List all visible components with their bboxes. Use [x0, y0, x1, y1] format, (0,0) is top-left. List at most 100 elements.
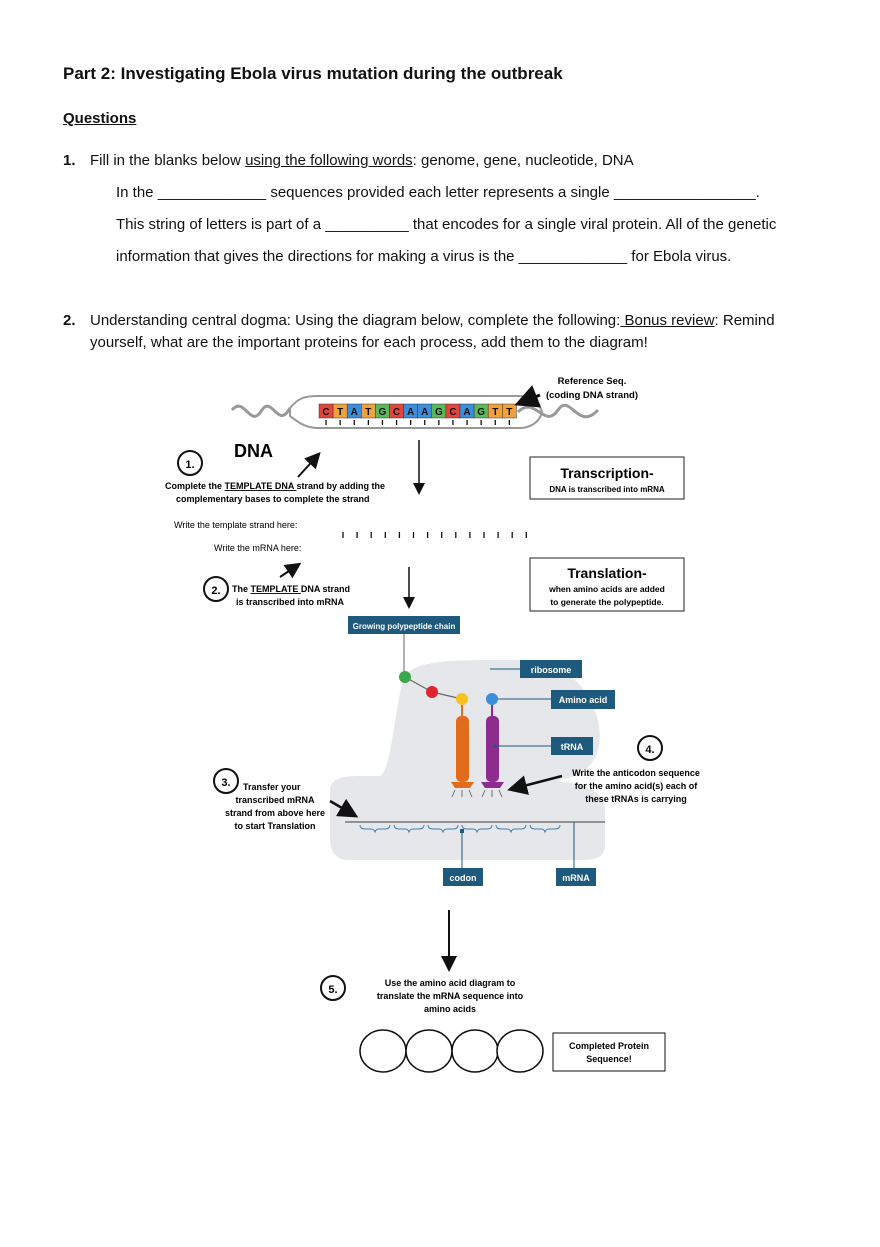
- question-1-line-3[interactable]: information that gives the directions fo…: [116, 248, 732, 265]
- trna-label-bg: [551, 737, 593, 755]
- dna-base-letter: T: [365, 407, 371, 418]
- codon-label: codon: [450, 873, 477, 883]
- ribosome-label: ribosome: [531, 665, 572, 675]
- bonus-review-label: Bonus review: [620, 312, 715, 329]
- coding-strand-label: (coding DNA strand): [546, 390, 638, 401]
- amino-acid-answer-circle-4[interactable]: [496, 1029, 544, 1073]
- step-2-instruction-line-2: is transcribed into mRNA: [236, 597, 345, 607]
- questions-heading: Questions: [63, 110, 137, 127]
- write-template-label: Write the template strand here:: [174, 520, 297, 530]
- helix-right-icon: [516, 403, 600, 419]
- step-5-instruction-2: translate the mRNA sequence into: [377, 991, 524, 1001]
- dna-base-letter: G: [477, 407, 485, 418]
- step-5-instruction-1: Use the amino acid diagram to: [385, 978, 516, 988]
- codon-bracket: [359, 824, 391, 834]
- question-2-text: Understanding central dogma: Using the d…: [90, 312, 621, 329]
- step-3-instruction-3: strand from above here: [225, 808, 325, 818]
- page-title: Part 2: Investigating Ebola virus mutati…: [63, 64, 563, 83]
- translation-subtitle-1: when amino acids are added: [548, 584, 665, 594]
- question-2-line-2: yourself, what are the important protein…: [90, 334, 648, 351]
- question-1-prompt: 1. Fill in the blanks below using the fol…: [63, 152, 634, 169]
- step-3-number: 3.: [221, 777, 230, 789]
- template-strand-ticks[interactable]: [342, 532, 527, 538]
- step-1-instruction-line-2: complementary bases to complete the stra…: [176, 494, 370, 504]
- reference-arrow: [514, 385, 542, 408]
- step-5-badge: [320, 975, 346, 1001]
- amino-acid-answer-circle-2[interactable]: [405, 1029, 453, 1073]
- step-4-instruction-2: for the amino acid(s) each of: [575, 781, 699, 791]
- step-1-instruction: Complete the TEMPLATE DNA strand by addi…: [165, 481, 385, 491]
- completed-protein-label-2: Sequence!: [586, 1054, 632, 1064]
- codon-bracket: [427, 824, 459, 834]
- amino-acid-label-bg: [551, 690, 615, 709]
- question-2-number: 2.: [63, 312, 76, 329]
- translation-title: Translation-: [567, 565, 647, 581]
- growing-chain-label-bg: [348, 616, 460, 634]
- dna-base-letter: A: [351, 407, 358, 418]
- transcription-box: [529, 456, 685, 500]
- dna-base-cell: [502, 403, 517, 419]
- step-3-instruction-1: Transfer your: [243, 782, 301, 792]
- codon-bracket: [461, 824, 493, 834]
- step-2-instruction: The TEMPLATE DNA strand: [232, 584, 350, 594]
- step-3-badge: [213, 768, 239, 794]
- codon-bracket: [393, 824, 425, 834]
- question-1-intro: Fill in the blanks below: [90, 152, 246, 169]
- helix-left-icon: [230, 404, 292, 418]
- reference-seq-label: Reference Seq.: [558, 376, 627, 387]
- dna-base-letter: A: [421, 407, 428, 418]
- amino-acid-answer-circle-1[interactable]: [359, 1029, 407, 1073]
- dna-base-letter: A: [407, 407, 414, 418]
- step-2-number: 2.: [211, 585, 220, 597]
- dna-base-letter: G: [379, 407, 387, 418]
- codon-bracket: [529, 824, 561, 834]
- dna-capsule: [289, 395, 544, 429]
- step-4-arrow: [507, 774, 563, 795]
- growing-polypeptide-label: Growing polypeptide chain: [353, 622, 456, 631]
- trna-purple: [486, 716, 499, 782]
- question-1-line-1[interactable]: In the _____________ sequences provided …: [116, 184, 760, 201]
- amino-acid-green: [399, 671, 411, 683]
- write-mrna-label: Write the mRNA here:: [214, 543, 301, 553]
- codon-label-bg: [443, 868, 483, 886]
- mrna-label-bg: [556, 868, 596, 886]
- dna-base-letter: G: [435, 407, 443, 418]
- dna-base-letter: T: [337, 407, 343, 418]
- completed-protein-box: [552, 1032, 666, 1072]
- question-1-line-2[interactable]: This string of letters is part of a ____…: [116, 216, 777, 233]
- step-4-instruction-3: these tRNAs is carrying: [585, 794, 687, 804]
- step-3-arrow: [329, 798, 359, 818]
- completed-protein-label-1: Completed Protein: [569, 1041, 649, 1051]
- question-1-line-1-end: ___________.: [663, 184, 760, 201]
- step-3-instruction-4: to start Translation: [234, 821, 315, 831]
- trna-label: tRNA: [561, 742, 584, 752]
- step-4-number: 4.: [645, 744, 654, 756]
- amino-acid-label: Amino acid: [559, 695, 608, 705]
- question-1-intro-underlined: using the following words: [245, 152, 413, 169]
- step-1-number: 1.: [185, 459, 194, 471]
- dna-base-letter: A: [463, 407, 470, 418]
- mrna-label: mRNA: [562, 873, 590, 883]
- ribosome-label-bg: [520, 660, 582, 678]
- amino-acid-red: [426, 686, 438, 698]
- question-1-line-1-text: In the _____________ sequences provided …: [116, 184, 664, 201]
- codon-bracket: [495, 824, 527, 834]
- step-4-instruction-1: Write the anticodon sequence: [572, 768, 700, 778]
- question-1-word-list: : genome, gene, nucleotide, DNA: [412, 152, 634, 169]
- amino-acid-answer-circle-3[interactable]: [451, 1029, 499, 1073]
- question-2-text-end: : Remind: [714, 312, 775, 329]
- step-2-arrow: [279, 562, 302, 579]
- codon-brackets: [359, 824, 561, 834]
- step-3-instruction-2: transcribed mRNA: [235, 795, 315, 805]
- question-2-prompt: 2. Understanding central dogma: Using th…: [63, 310, 833, 354]
- dna-base-letter: C: [449, 407, 456, 418]
- step-5-instruction-3: amino acids: [424, 1004, 476, 1014]
- question-1-number: 1.: [63, 152, 76, 169]
- step-1-badge: [177, 450, 203, 476]
- dna-base-letter: C: [322, 407, 329, 418]
- dna-label: DNA: [234, 441, 273, 461]
- step-1-arrow: [297, 452, 321, 478]
